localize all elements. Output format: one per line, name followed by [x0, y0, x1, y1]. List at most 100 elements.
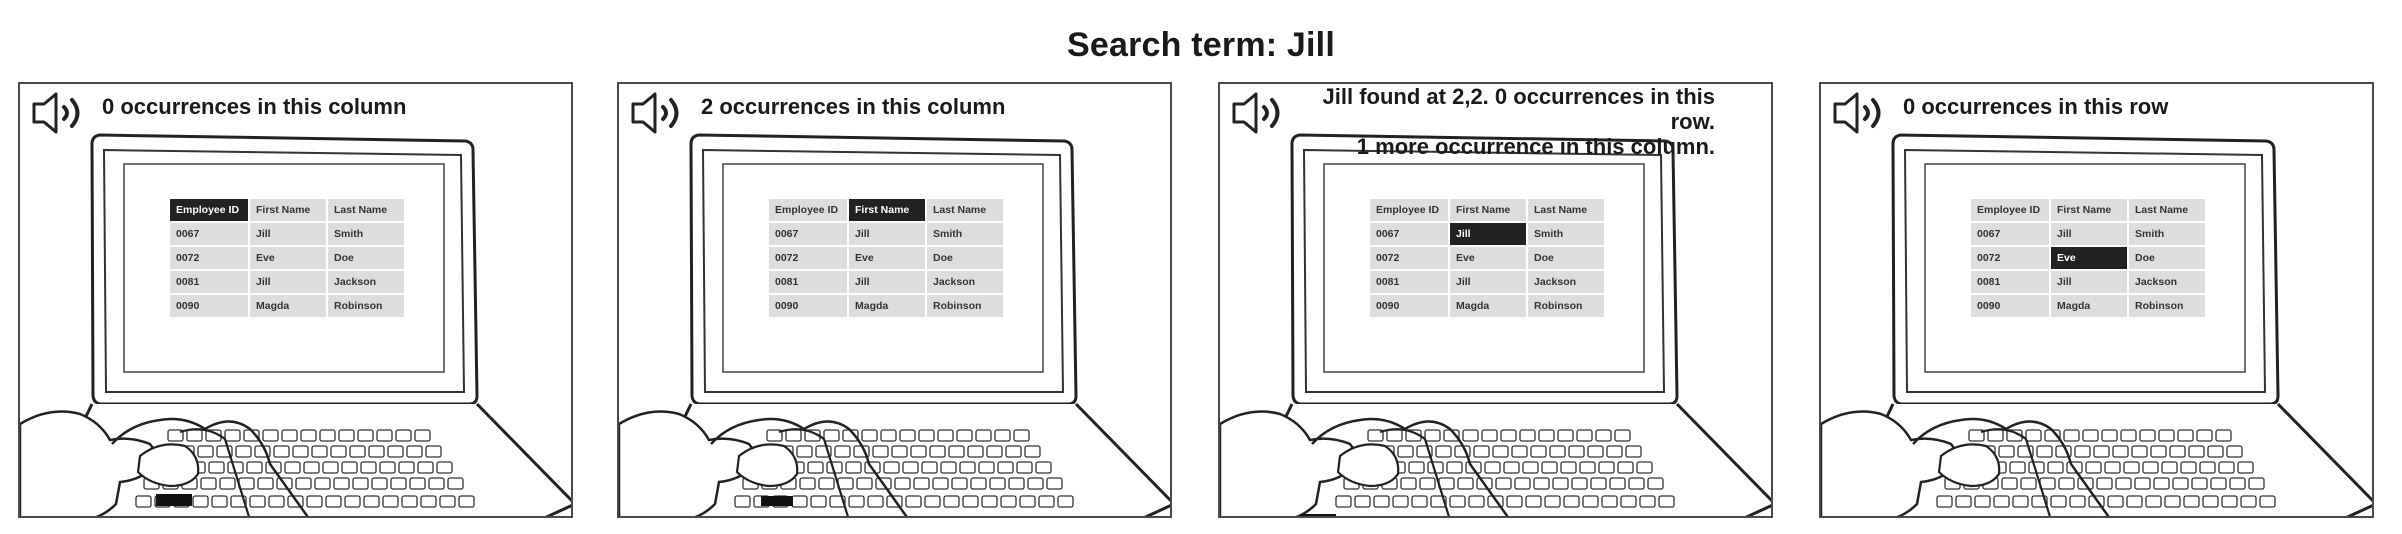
table-cell: Jackson: [328, 271, 404, 293]
table-cell: Robinson: [2129, 295, 2205, 317]
table-cell: 0067: [1370, 223, 1448, 245]
key: [872, 445, 889, 458]
key: [1511, 445, 1528, 458]
key: [249, 495, 266, 508]
key: [420, 495, 437, 508]
table-cell: Robinson: [1528, 295, 1604, 317]
key: [219, 477, 236, 490]
key: [2020, 477, 2037, 490]
announcement-line: 1 more occurrence in this column.: [1356, 134, 1715, 159]
key: [823, 429, 840, 442]
table-cell: 0081: [1971, 271, 2049, 293]
key: [937, 429, 954, 442]
key: [406, 445, 423, 458]
table-cell: 0090: [769, 295, 847, 317]
key: [417, 461, 434, 474]
key: [1549, 445, 1566, 458]
screen-reader-announcement: 0 occurrences in this column: [102, 94, 406, 119]
key: [1598, 461, 1615, 474]
key: [2183, 495, 2200, 508]
table-cell: Jill: [1450, 271, 1526, 293]
keyboard: [1936, 429, 2276, 508]
key: [2188, 445, 2205, 458]
key: [1530, 445, 1547, 458]
key: [970, 477, 987, 490]
table-cell: Jill: [250, 223, 326, 245]
column-header: Last Name: [927, 199, 1003, 221]
key: [891, 445, 908, 458]
key: [447, 477, 464, 490]
left-hand: [1220, 410, 1357, 516]
key: [845, 461, 862, 474]
key: [1614, 429, 1631, 442]
key: [1514, 477, 1531, 490]
table-cell: 0072: [769, 247, 847, 269]
key: [2036, 445, 2053, 458]
table-cell: 0072: [170, 247, 248, 269]
key: [325, 495, 342, 508]
key: [2139, 429, 2156, 442]
key: [894, 477, 911, 490]
table-cell: Jill: [250, 271, 326, 293]
table-cell: 0090: [170, 295, 248, 317]
key: [436, 461, 453, 474]
key: [186, 429, 203, 442]
key: [2096, 477, 2113, 490]
key: [910, 445, 927, 458]
key: [425, 445, 442, 458]
table-cell: Doe: [2129, 247, 2205, 269]
key: [1446, 461, 1463, 474]
page-title: Search term: Jill: [1067, 26, 1335, 64]
key: [211, 495, 228, 508]
finger: [179, 428, 250, 516]
speaker-icon: [631, 92, 679, 134]
key: [2215, 429, 2232, 442]
key: [1457, 477, 1474, 490]
key: [257, 477, 274, 490]
table-cell: Magda: [1450, 295, 1526, 317]
key: [2153, 477, 2170, 490]
screen-reader-announcement: 0 occurrences in this row: [1903, 94, 2168, 119]
key: [1639, 495, 1656, 508]
key: [837, 477, 854, 490]
key: [943, 495, 960, 508]
key: [2025, 429, 2042, 442]
key: [913, 477, 930, 490]
key: [352, 477, 369, 490]
key: [856, 477, 873, 490]
key: [932, 477, 949, 490]
key: [1013, 429, 1030, 442]
key: [1625, 445, 1642, 458]
key: [2134, 477, 2151, 490]
finger: [778, 428, 849, 516]
key: [311, 445, 328, 458]
key: [2047, 461, 2064, 474]
key: [2164, 495, 2181, 508]
column-header: Last Name: [328, 199, 404, 221]
key: [1538, 429, 1555, 442]
laptop-bezel: [701, 148, 1065, 393]
key: [810, 495, 827, 508]
key: [1411, 495, 1428, 508]
key: [1046, 477, 1063, 490]
key: [2069, 495, 2086, 508]
table-cell: Jill: [2051, 223, 2127, 245]
key: [829, 495, 846, 508]
key: [1636, 461, 1653, 474]
key: [284, 461, 301, 474]
key: [197, 445, 214, 458]
speaker-icon: [1232, 92, 1280, 134]
key: [2107, 495, 2124, 508]
illustration-panel: Jill found at 2,2. 0 occurrences in this…: [1218, 82, 1773, 518]
key: [1449, 495, 1466, 508]
key: [2012, 495, 2029, 508]
key: [333, 477, 350, 490]
